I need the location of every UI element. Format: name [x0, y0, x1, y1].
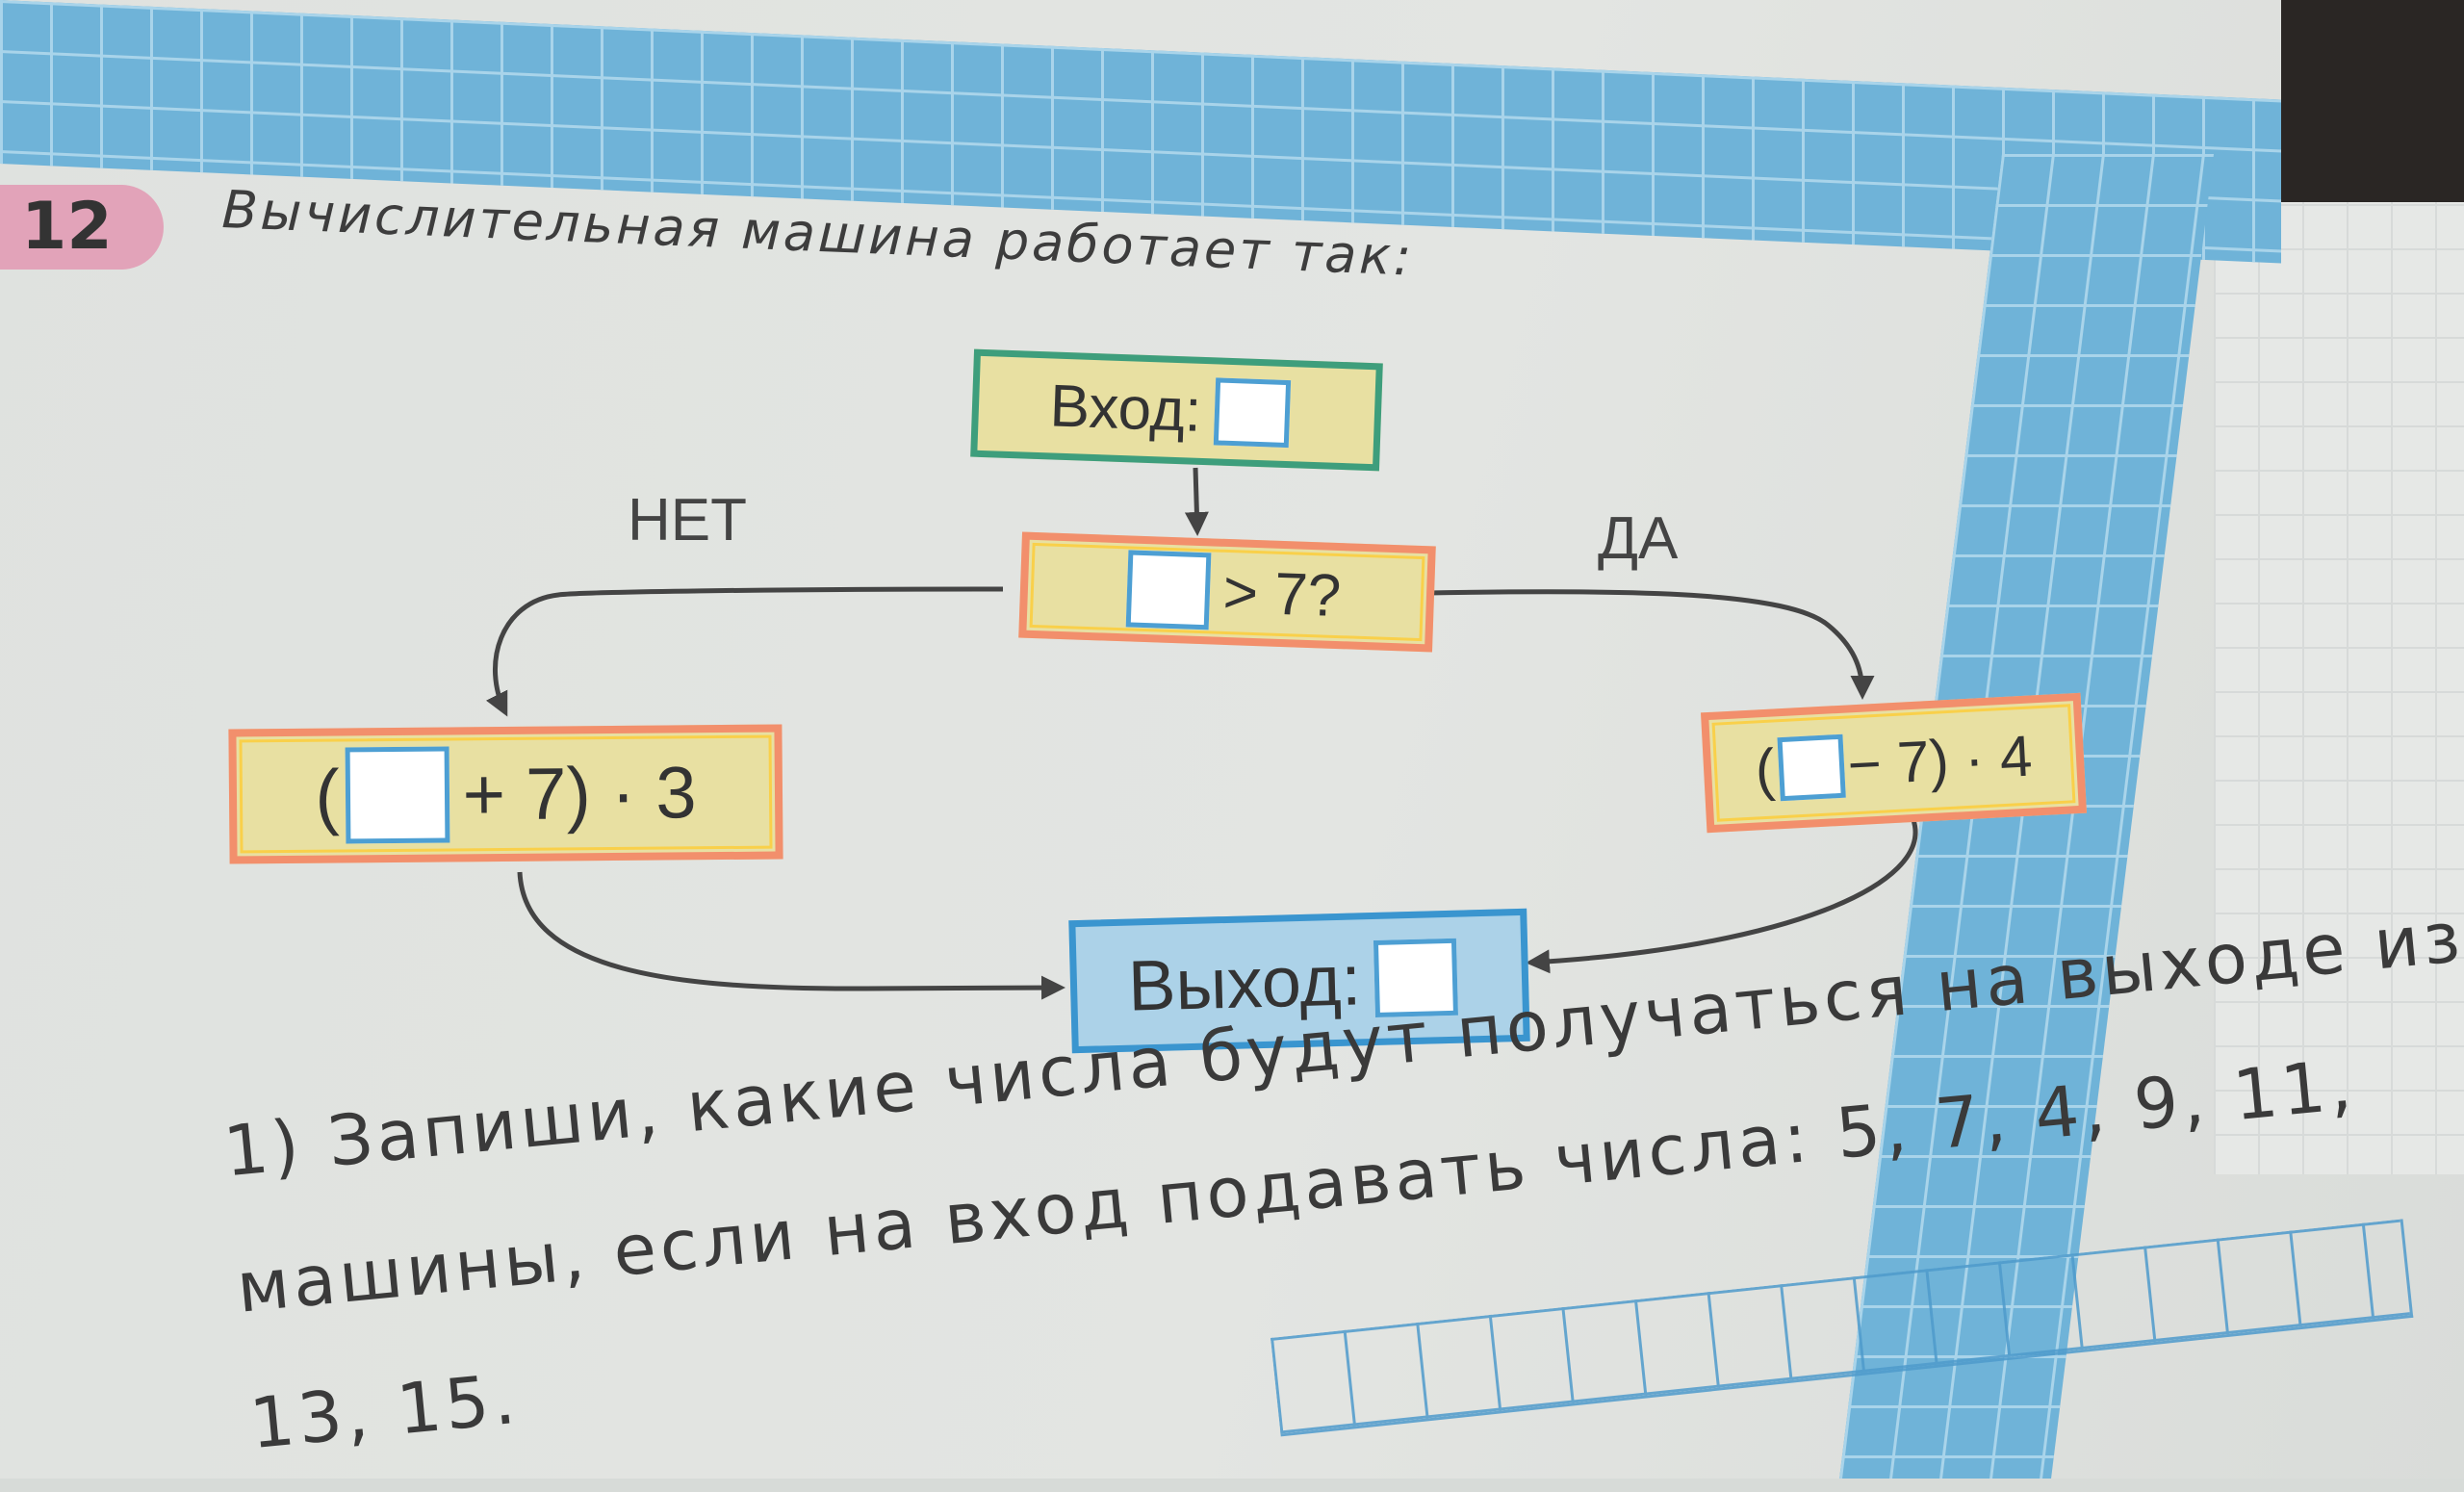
condition-box: > 7?: [1018, 531, 1436, 653]
branch-yes-label: ДА: [1598, 505, 1679, 572]
background-shadow: [2281, 0, 2464, 202]
formula-yes-open: (: [1754, 736, 1777, 803]
arrow-no-branch: [485, 586, 1004, 717]
input-blank-square: [1213, 377, 1292, 449]
formula-no-rest: + 7) · 3: [462, 751, 697, 836]
branch-no-label: НЕТ: [628, 487, 747, 553]
arrow-input-to-condition: [1184, 467, 1209, 536]
formula-yes-box: ( − 7) · 4: [1700, 692, 2088, 834]
arrow-no-to-output: [517, 871, 1065, 1000]
arrow-yes-branch: [1427, 589, 1875, 700]
formula-no-open: (: [315, 755, 341, 837]
formula-no-box: ( + 7) · 3: [228, 724, 783, 864]
condition-blank-square: [1125, 550, 1212, 630]
input-box: Вход:: [970, 348, 1383, 472]
task-number-badge: 12: [0, 185, 164, 270]
input-label: Вход:: [1048, 372, 1203, 445]
condition-text: > 7?: [1221, 558, 1343, 630]
formula-yes-rest: − 7) · 4: [1845, 723, 2034, 798]
formula-no-blank-square: [345, 746, 450, 844]
background-notebook: [2214, 116, 2464, 1174]
arrow-yes-to-output: [1526, 819, 1918, 974]
formula-yes-blank-square: [1777, 733, 1846, 801]
